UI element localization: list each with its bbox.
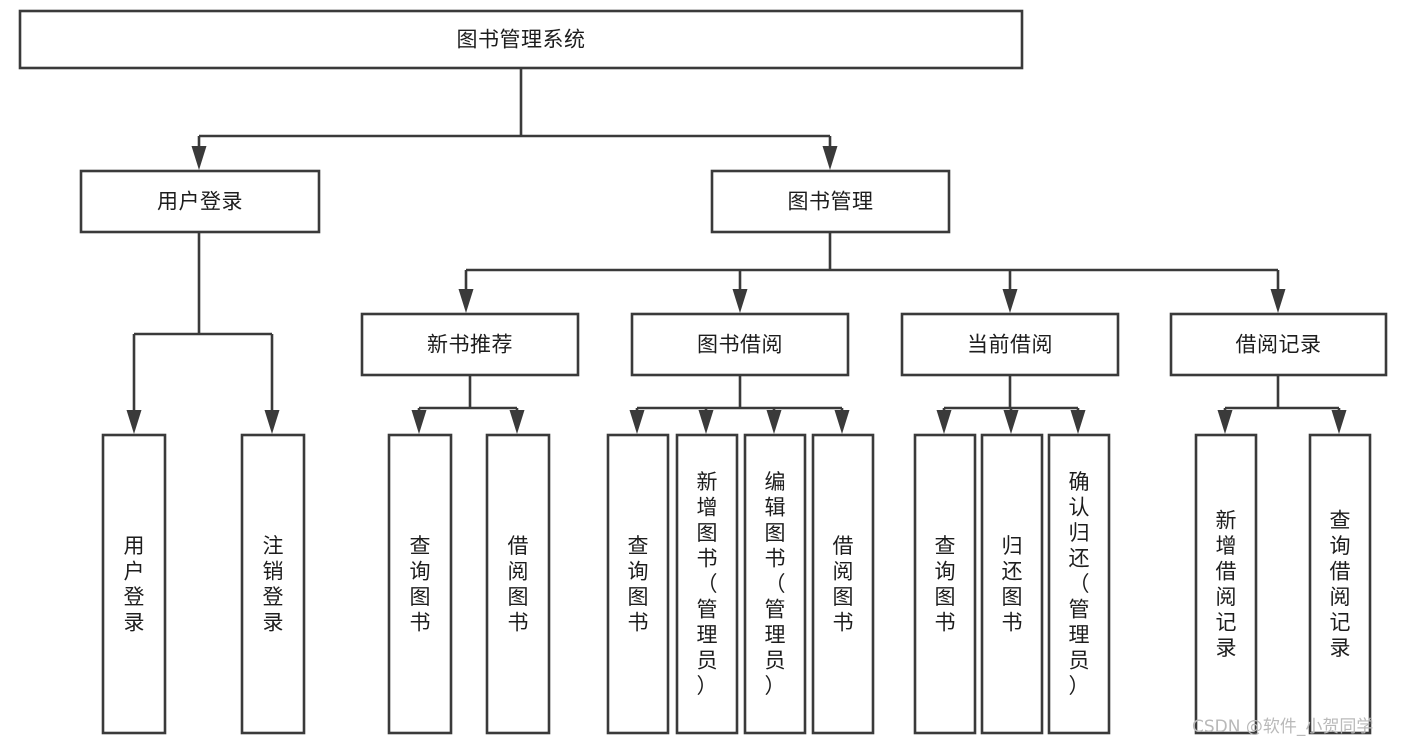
node-label-l_r_add: 新增借阅记录 <box>1216 508 1237 660</box>
node-l_c_return[interactable]: 归还图书 <box>980 433 1044 735</box>
node-box-l_user_login <box>101 433 167 735</box>
node-n_borrow[interactable]: 图书借阅 <box>630 312 850 377</box>
node-label-l_rec_query: 查询图书 <box>410 534 431 635</box>
node-box-n_records <box>1169 312 1388 377</box>
connector-c-current <box>936 375 1086 434</box>
node-box-l_user_logout <box>240 433 306 735</box>
node-label-l_user_login: 用户登录 <box>124 534 145 635</box>
node-label-l_rec_borrow: 借阅图书 <box>508 534 529 635</box>
node-l_rec_borrow[interactable]: 借阅图书 <box>485 433 551 735</box>
node-root[interactable]: 图书管理系统 <box>18 9 1024 70</box>
node-box-l_rec_query <box>387 433 453 735</box>
node-label-root: 图书管理系统 <box>457 28 586 52</box>
node-box-n_user_login <box>79 169 321 234</box>
node-box-l_b_add <box>675 433 739 735</box>
node-box-l_r_query <box>1308 433 1372 735</box>
node-label-n_new_rec: 新书推荐 <box>427 333 513 357</box>
node-box-l_r_add <box>1194 433 1258 735</box>
node-n_new_rec[interactable]: 新书推荐 <box>360 312 580 377</box>
node-label-l_b_add: 新增图书（管理员） <box>697 470 718 698</box>
node-l_r_add[interactable]: 新增借阅记录 <box>1194 433 1258 735</box>
node-label-l_c_return: 归还图书 <box>1002 534 1023 635</box>
node-box-n_current <box>900 312 1120 377</box>
node-label-l_user_logout: 注销登录 <box>263 534 284 635</box>
connectors-layer <box>126 68 1347 434</box>
node-box-l_rec_borrow <box>485 433 551 735</box>
node-l_user_login[interactable]: 用户登录 <box>101 433 167 735</box>
connector-c-user-login <box>126 232 280 434</box>
node-l_user_logout[interactable]: 注销登录 <box>240 433 306 735</box>
node-label-l_b_borrow: 借阅图书 <box>833 534 854 635</box>
node-label-n_current: 当前借阅 <box>967 333 1053 357</box>
node-n_book_mgmt[interactable]: 图书管理 <box>710 169 951 234</box>
node-label-n_records: 借阅记录 <box>1236 333 1322 357</box>
node-box-l_b_query <box>606 433 670 735</box>
node-box-l_b_edit <box>743 433 807 735</box>
node-box-l_c_query <box>913 433 977 735</box>
node-l_b_add[interactable]: 新增图书（管理员） <box>675 433 739 735</box>
node-box-l_b_borrow <box>811 433 875 735</box>
node-label-l_c_query: 查询图书 <box>935 534 956 635</box>
node-box-l_c_return <box>980 433 1044 735</box>
connector-c-borrow <box>629 375 850 434</box>
node-box-l_c_confirm <box>1047 433 1111 735</box>
connector-c-new-rec <box>411 375 525 434</box>
node-l_c_confirm[interactable]: 确认归还（管理员） <box>1047 433 1111 735</box>
node-l_c_query[interactable]: 查询图书 <box>913 433 977 735</box>
node-l_rec_query[interactable]: 查询图书 <box>387 433 453 735</box>
node-box-n_borrow <box>630 312 850 377</box>
node-l_b_query[interactable]: 查询图书 <box>606 433 670 735</box>
node-box-root <box>18 9 1024 70</box>
csdn-watermark: CSDN @软件_小贺同学 <box>1192 717 1373 737</box>
node-l_r_query[interactable]: 查询借阅记录 <box>1308 433 1372 735</box>
node-box-n_new_rec <box>360 312 580 377</box>
node-label-n_book_mgmt: 图书管理 <box>788 190 874 214</box>
nodes-layer: 图书管理系统用户登录图书管理新书推荐图书借阅当前借阅借阅记录用户登录注销登录查询… <box>18 9 1388 735</box>
node-label-l_c_confirm: 确认归还（管理员） <box>1069 470 1090 698</box>
node-box-n_book_mgmt <box>710 169 951 234</box>
node-l_b_edit[interactable]: 编辑图书（管理员） <box>743 433 807 735</box>
node-label-l_b_edit: 编辑图书（管理员） <box>765 470 786 698</box>
node-label-n_borrow: 图书借阅 <box>697 333 783 357</box>
node-l_b_borrow[interactable]: 借阅图书 <box>811 433 875 735</box>
node-n_user_login[interactable]: 用户登录 <box>79 169 321 234</box>
node-n_current[interactable]: 当前借阅 <box>900 312 1120 377</box>
connector-c-records <box>1217 375 1347 434</box>
node-n_records[interactable]: 借阅记录 <box>1169 312 1388 377</box>
connector-c-root <box>191 68 838 170</box>
node-label-n_user_login: 用户登录 <box>157 190 243 214</box>
node-label-l_r_query: 查询借阅记录 <box>1330 508 1351 660</box>
connector-c-book-mgmt <box>458 232 1286 313</box>
node-label-l_b_query: 查询图书 <box>628 534 649 635</box>
